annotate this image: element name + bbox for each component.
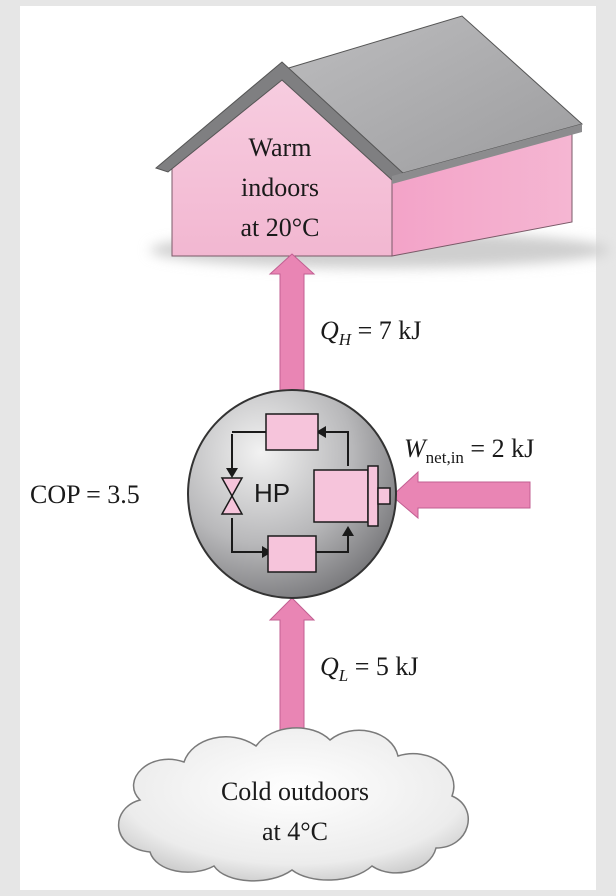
cloud-label: Cold outdoors at 4°C <box>160 772 430 852</box>
qh-symbol: Q <box>320 316 339 345</box>
house-label-line1: Warm <box>248 133 312 162</box>
house-label-line3: at 20°C <box>240 213 320 242</box>
expansion-valve <box>220 477 244 498</box>
qh-arrow <box>268 253 316 393</box>
house-roof-eave <box>392 124 582 184</box>
expansion-valve-lower <box>220 494 244 515</box>
ql-arrow <box>268 597 316 743</box>
qh-label: QH = 7 kJ <box>320 316 422 349</box>
cop-label: COP = 3.5 <box>30 480 140 509</box>
ql-value: = 5 kJ <box>348 652 419 681</box>
ql-label: QL = 5 kJ <box>320 652 419 685</box>
heat-pump <box>187 389 397 599</box>
house <box>150 15 610 268</box>
cycle-arrowhead <box>316 426 326 438</box>
heat-pump-label: HP <box>254 478 291 508</box>
work-subscript: net,in <box>425 448 464 467</box>
compressor-box <box>313 469 369 523</box>
evaporator-box <box>267 535 317 573</box>
cloud-label-line1: Cold outdoors <box>220 777 370 806</box>
cycle-arrowhead <box>342 526 354 536</box>
cycle-arrowhead <box>226 468 238 478</box>
qh-subscript: H <box>338 330 352 349</box>
work-value: = 2 kJ <box>463 434 535 463</box>
work-symbol: W <box>404 434 426 463</box>
cycle-arrowhead <box>262 546 272 558</box>
cloud-label-line2: at 4°C <box>261 817 328 846</box>
house-label: Warm indoors at 20°C <box>200 128 360 248</box>
cloud <box>117 727 469 882</box>
qh-value: = 7 kJ <box>351 316 422 345</box>
ql-subscript: L <box>338 666 349 685</box>
work-label: Wnet,in = 2 kJ <box>404 434 535 467</box>
heat-pump-circle <box>187 389 397 599</box>
house-label-line2: indoors <box>241 173 319 202</box>
condenser-box <box>265 413 319 451</box>
refrigeration-cycle <box>231 431 349 553</box>
compressor-shaft <box>377 487 391 505</box>
compressor-cap <box>367 465 379 527</box>
ql-symbol: Q <box>320 652 339 681</box>
work-arrow <box>391 470 531 520</box>
